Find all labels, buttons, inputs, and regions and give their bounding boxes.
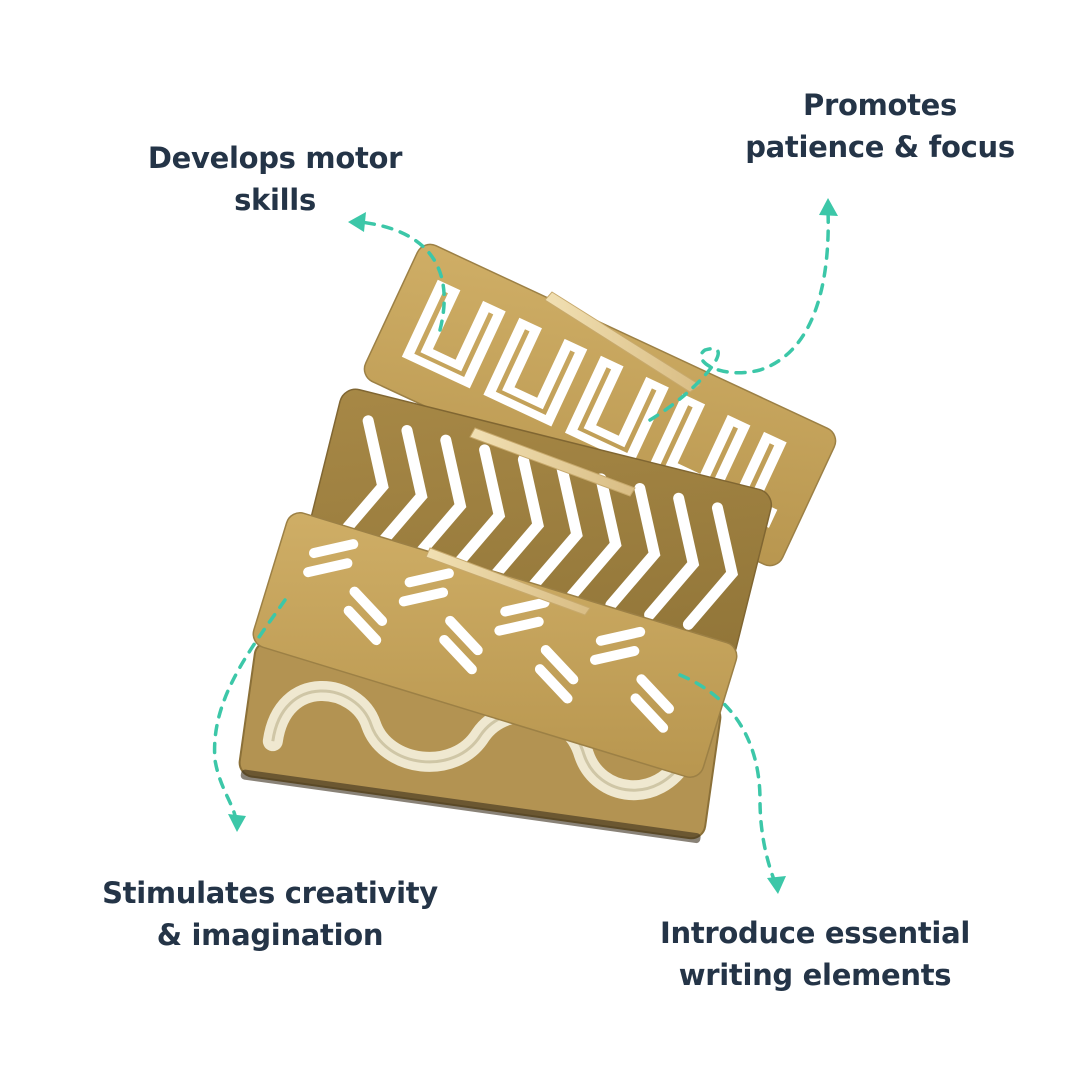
label-stimulates-creativity: Stimulates creativity & imagination <box>90 872 450 956</box>
arrowhead-icon <box>819 198 838 216</box>
label-introduce-writing-elements: Introduce essential writing elements <box>650 912 980 996</box>
arrow-creativity <box>212 598 287 827</box>
label-line: Introduce essential <box>659 916 970 950</box>
label-line: patience & focus <box>745 130 1015 164</box>
label-line: Develops motor <box>147 141 403 175</box>
wooden-stylus <box>425 547 591 616</box>
arrow-patience-focus <box>648 208 830 422</box>
arrowhead-icon <box>348 212 366 232</box>
label-line: skills <box>234 183 316 217</box>
label-line: Promotes <box>802 88 957 122</box>
arrow-motor-skills <box>358 220 446 332</box>
label-line: & imagination <box>156 918 384 952</box>
chevron-stencil-board <box>303 388 773 662</box>
arrow-writing-elements <box>678 673 778 887</box>
arrowhead-icon <box>767 876 786 894</box>
wooden-stylus <box>469 427 636 497</box>
wooden-stylus <box>544 291 701 393</box>
label-line: writing elements <box>678 958 952 992</box>
label-promotes-patience-focus: Promotes patience & focus <box>735 84 1025 168</box>
arrowhead-icon <box>228 814 246 832</box>
diagonal-stencil-board <box>252 512 738 778</box>
label-line: Stimulates creativity <box>102 876 438 910</box>
label-develops-motor-skills: Develops motor skills <box>130 137 420 221</box>
